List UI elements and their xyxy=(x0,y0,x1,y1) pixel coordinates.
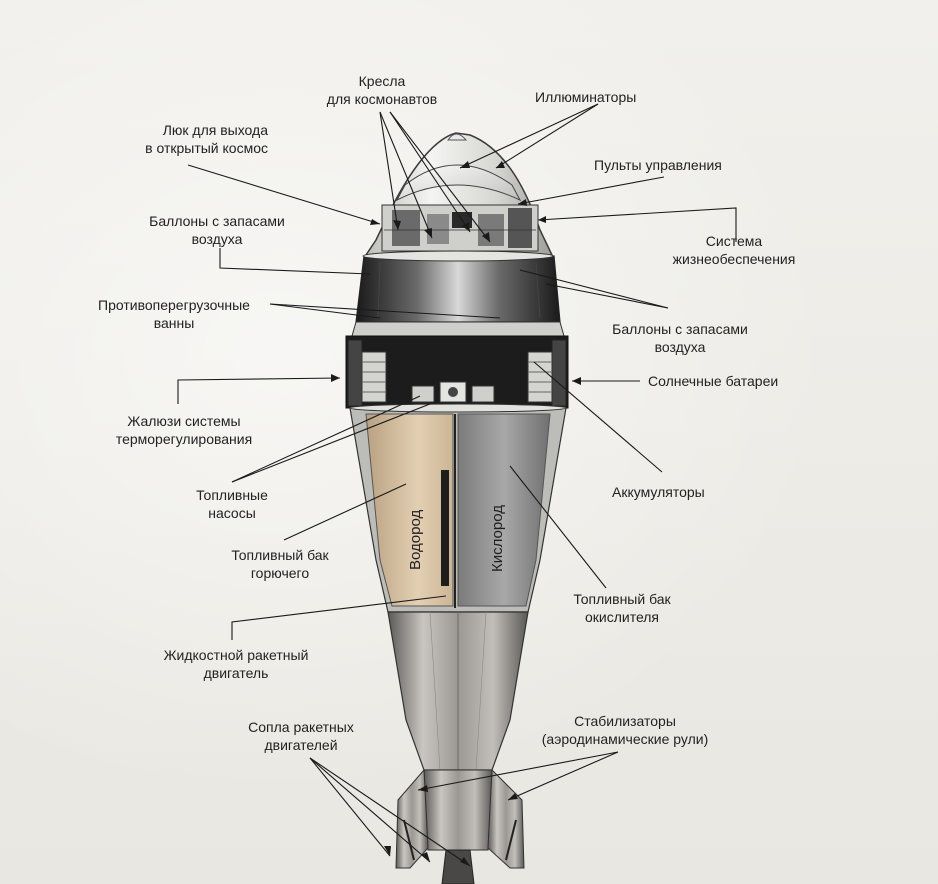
label-seats: Кресла для космонавтов xyxy=(322,72,442,108)
label-oxidizer-tank-line2: окислителя xyxy=(584,609,660,625)
label-nozzles: Сопла ракетных двигателей xyxy=(226,718,376,754)
label-fuel-tank: Топливный бак горючего xyxy=(210,546,350,582)
oxygen-tank xyxy=(457,413,551,607)
label-engine: Жидкостной ракетный двигатель xyxy=(136,646,336,682)
label-stabilizers-line1: Стабилизаторы xyxy=(574,713,676,729)
label-louvers-line1: Жалюзи системы xyxy=(127,413,241,429)
louver-panel xyxy=(347,339,363,407)
label-seats-line1: Кресла xyxy=(358,73,406,89)
oxygen-tank-label: Кислород xyxy=(489,505,506,572)
label-air-tanks-right: Баллоны с запасами воздуха xyxy=(585,320,775,356)
label-hatch: Люк для выхода в открытый космос xyxy=(118,121,268,157)
label-batteries: Аккумуляторы xyxy=(612,484,705,500)
solar-panel xyxy=(551,339,567,407)
label-life-support-line1: Система xyxy=(705,233,763,249)
arrowheads xyxy=(331,161,581,866)
label-fuel-pumps-line1: Топливные xyxy=(196,487,268,503)
nose-tip xyxy=(447,133,468,141)
label-anti-g-line2: ванны xyxy=(153,315,195,331)
label-hatch-line2: в открытый космос xyxy=(145,140,268,156)
label-nozzles-line2: двигателей xyxy=(264,737,338,753)
anti-g-deck xyxy=(351,321,565,337)
air-tank-ring xyxy=(355,255,561,323)
label-air-tanks-left-line1: Баллоны с запасами xyxy=(149,213,285,229)
label-hatch-line1: Люк для выхода xyxy=(162,122,268,138)
porthole-window xyxy=(395,164,522,202)
label-oxidizer-tank-line1: Топливный бак xyxy=(573,591,671,607)
label-nozzles-line1: Сопла ракетных xyxy=(248,719,354,735)
label-anti-g: Противоперегрузочные ванны xyxy=(74,296,274,332)
label-life-support-line2: жизнеобеспечения xyxy=(672,251,796,267)
label-air-tanks-right-line1: Баллоны с запасами xyxy=(612,321,748,337)
label-anti-g-line1: Противоперегрузочные xyxy=(98,297,250,313)
label-air-tanks-left-line2: воздуха xyxy=(191,231,243,247)
label-life-support: Система жизнеобеспечения xyxy=(648,232,820,268)
label-oxidizer-tank: Топливный бак окислителя xyxy=(552,590,692,626)
label-control-panels: Пульты управления xyxy=(594,157,722,173)
label-seats-line2: для космонавтов xyxy=(326,91,438,107)
label-portholes: Иллюминаторы xyxy=(535,89,637,105)
label-fuel-tank-line1: Топливный бак xyxy=(231,547,329,563)
label-louvers-line2: терморегулирования xyxy=(115,431,253,447)
left-fin xyxy=(395,768,429,869)
label-fuel-pumps-line2: насосы xyxy=(208,505,256,521)
right-fin xyxy=(487,768,525,869)
label-stabilizers-line2: (аэродинамические рули) xyxy=(541,731,709,747)
label-engine-line1: Жидкостной ракетный xyxy=(163,647,309,663)
label-engine-line2: двигатель xyxy=(203,665,269,681)
center-nozzle xyxy=(441,849,475,884)
label-louvers: Жалюзи системы терморегулирования xyxy=(98,412,270,448)
fuel-pump xyxy=(411,385,435,403)
label-air-tanks-left: Баллоны с запасами воздуха xyxy=(122,212,312,248)
label-air-tanks-right-line2: воздуха xyxy=(654,339,706,355)
label-fuel-pumps: Топливные насосы xyxy=(176,486,288,522)
leader-lines xyxy=(177,103,737,867)
label-stabilizers: Стабилизаторы (аэродинамические рули) xyxy=(510,712,740,748)
label-solar: Солнечные батареи xyxy=(648,373,779,389)
label-fuel-tank-line2: горючего xyxy=(250,565,310,581)
hydrogen-tank-label: Водород xyxy=(407,510,424,570)
hydrogen-tank xyxy=(365,413,454,607)
